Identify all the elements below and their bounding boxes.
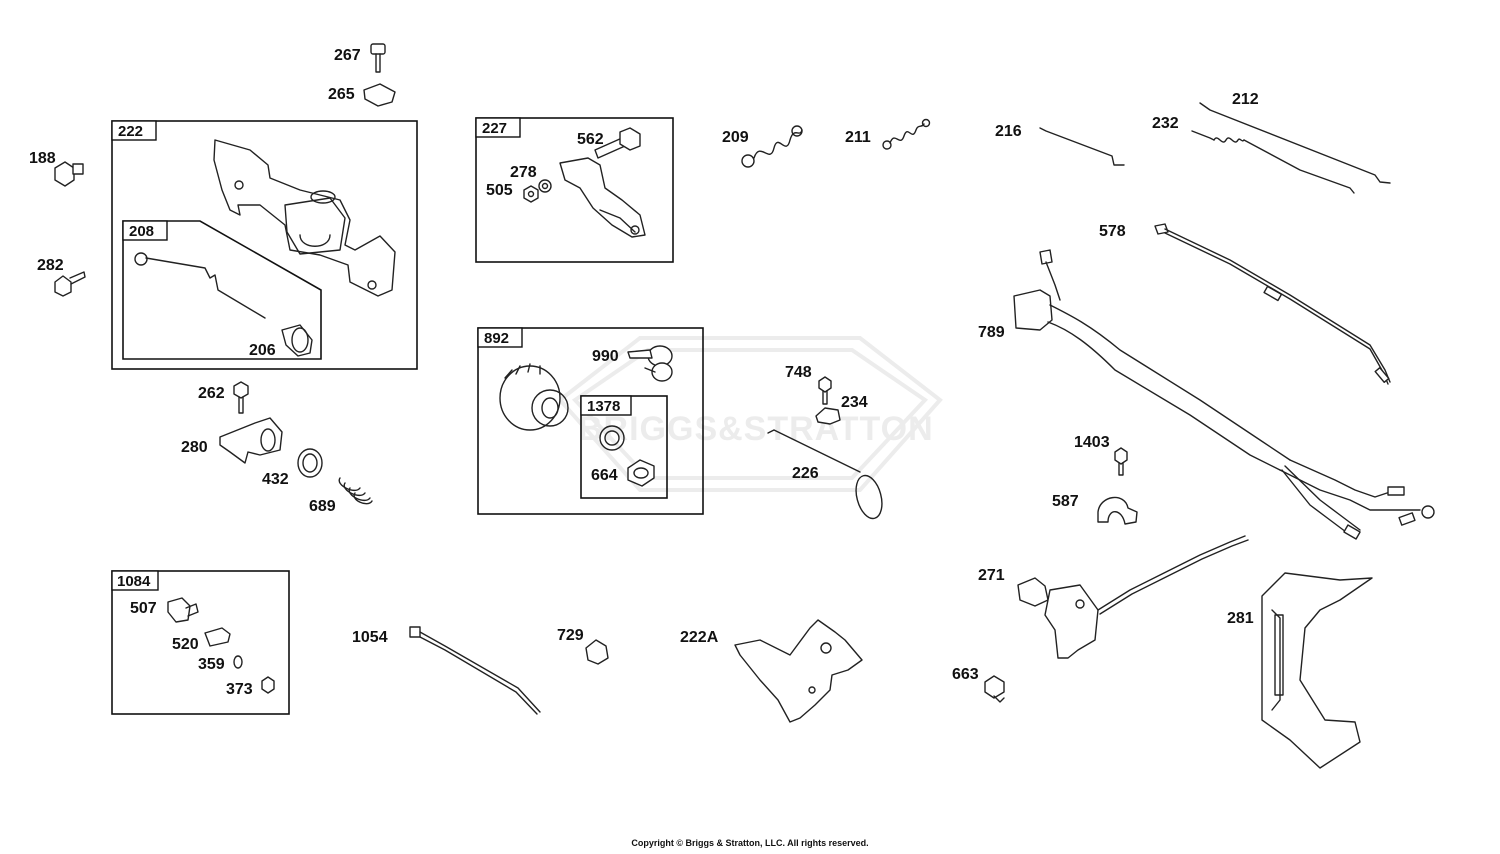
label-587: 587	[1052, 493, 1079, 510]
label-282: 282	[37, 257, 64, 274]
part-663-bolt[interactable]	[984, 675, 1005, 703]
part-212-rod[interactable]	[1199, 102, 1391, 184]
box-227-tag	[475, 117, 521, 138]
label-1054: 1054	[352, 629, 388, 646]
box-1084-label: 1084	[117, 573, 151, 590]
label-271: 271	[978, 567, 1005, 584]
label-211: 211	[845, 129, 871, 146]
box-222-frame	[111, 120, 418, 370]
part-282-bolt[interactable]	[54, 271, 86, 297]
part-271-throttle-control[interactable]	[1017, 535, 1249, 659]
label-222A: 222A	[680, 629, 719, 646]
part-748-screw[interactable]	[818, 376, 832, 405]
label-212: 212	[1232, 91, 1259, 108]
part-789-wiring-harness[interactable]	[1013, 249, 1435, 540]
label-664: 664	[591, 467, 618, 484]
part-587-clamp[interactable]	[1097, 496, 1138, 525]
part-432-bushing[interactable]	[297, 448, 323, 478]
part-578-wire[interactable]	[1154, 223, 1391, 385]
label-1403: 1403	[1074, 434, 1110, 451]
box-1378-label: 1378	[587, 398, 620, 415]
label-281: 281	[1227, 610, 1254, 627]
label-507: 507	[130, 600, 157, 617]
part-278-washer[interactable]	[538, 179, 552, 193]
label-226: 226	[792, 465, 819, 482]
part-262-screw[interactable]	[233, 381, 249, 414]
box-222-label: 222	[118, 123, 143, 140]
label-663: 663	[952, 666, 979, 683]
governor-link-rod-part[interactable]	[134, 252, 266, 319]
throttle-bracket-part[interactable]	[559, 157, 646, 238]
part-209-spring[interactable]	[741, 125, 803, 168]
part-562-bolt[interactable]	[594, 127, 641, 159]
label-748: 748	[785, 364, 812, 381]
label-234: 234	[841, 394, 868, 411]
box-227-frame	[475, 117, 674, 263]
part-990-key[interactable]	[627, 345, 673, 382]
lock-washer-part[interactable]	[599, 425, 625, 451]
label-188: 188	[29, 150, 56, 167]
label-267: 267	[334, 47, 361, 64]
label-232: 232	[1152, 115, 1179, 132]
part-1403-screw[interactable]	[1114, 447, 1128, 476]
label-520: 520	[172, 636, 199, 653]
part-222A-bracket[interactable]	[734, 619, 863, 723]
part-281-bracket[interactable]	[1261, 572, 1373, 769]
box-892-label: 892	[484, 330, 509, 347]
box-208-label: 208	[129, 223, 154, 240]
part-211-spring[interactable]	[882, 118, 931, 150]
label-262: 262	[198, 385, 225, 402]
label-689: 689	[309, 498, 336, 515]
label-789: 789	[978, 324, 1005, 341]
label-278: 278	[510, 164, 537, 181]
copyright-notice: Copyright © Briggs & Stratton, LLC. All …	[631, 838, 869, 848]
label-432: 432	[262, 471, 289, 488]
part-216-rod[interactable]	[1039, 127, 1125, 166]
label-990: 990	[592, 348, 619, 365]
part-234-clip[interactable]	[815, 407, 841, 425]
box-222-tag	[111, 120, 157, 141]
box-1378-tag	[580, 395, 632, 416]
part-280-bracket[interactable]	[219, 417, 283, 464]
box-892-frame	[477, 327, 704, 515]
label-265: 265	[328, 86, 355, 103]
label-505: 505	[486, 182, 513, 199]
part-664-nut[interactable]	[627, 459, 655, 487]
label-578: 578	[1099, 223, 1126, 240]
label-562: 562	[577, 131, 604, 148]
part-729-grommet[interactable]	[585, 639, 609, 665]
part-265-clip[interactable]	[363, 83, 396, 107]
part-507-switch[interactable]	[167, 597, 199, 623]
box-892-tag	[477, 327, 523, 348]
part-206-knob[interactable]	[281, 324, 313, 357]
label-729: 729	[557, 627, 584, 644]
part-359-washer[interactable]	[233, 655, 243, 669]
part-1054-cable-tie[interactable]	[409, 626, 541, 715]
label-280: 280	[181, 439, 208, 456]
ignition-switch-part[interactable]	[499, 363, 569, 431]
label-206: 206	[249, 342, 276, 359]
label-359: 359	[198, 656, 225, 673]
part-520-bracket[interactable]	[204, 627, 231, 647]
box-227-label: 227	[482, 120, 507, 137]
box-208-frame	[122, 220, 322, 360]
label-216: 216	[995, 123, 1022, 140]
governor-control-bracket-part[interactable]	[213, 139, 396, 297]
box-1084-frame	[111, 570, 290, 715]
part-267-screw[interactable]	[370, 43, 386, 73]
part-232-spring-rod[interactable]	[1191, 130, 1355, 194]
part-188-bolt[interactable]	[54, 161, 84, 187]
part-689-spring[interactable]	[338, 477, 373, 505]
box-1084-tag	[111, 570, 159, 591]
part-226-choke-rod[interactable]	[767, 429, 886, 521]
part-505-nut[interactable]	[523, 185, 539, 203]
watermark-text: BRIGGS&STRATTON	[578, 410, 934, 448]
label-209: 209	[722, 129, 749, 146]
label-373: 373	[226, 681, 253, 698]
part-373-nut[interactable]	[261, 676, 275, 694]
box-208-tag	[122, 220, 168, 241]
